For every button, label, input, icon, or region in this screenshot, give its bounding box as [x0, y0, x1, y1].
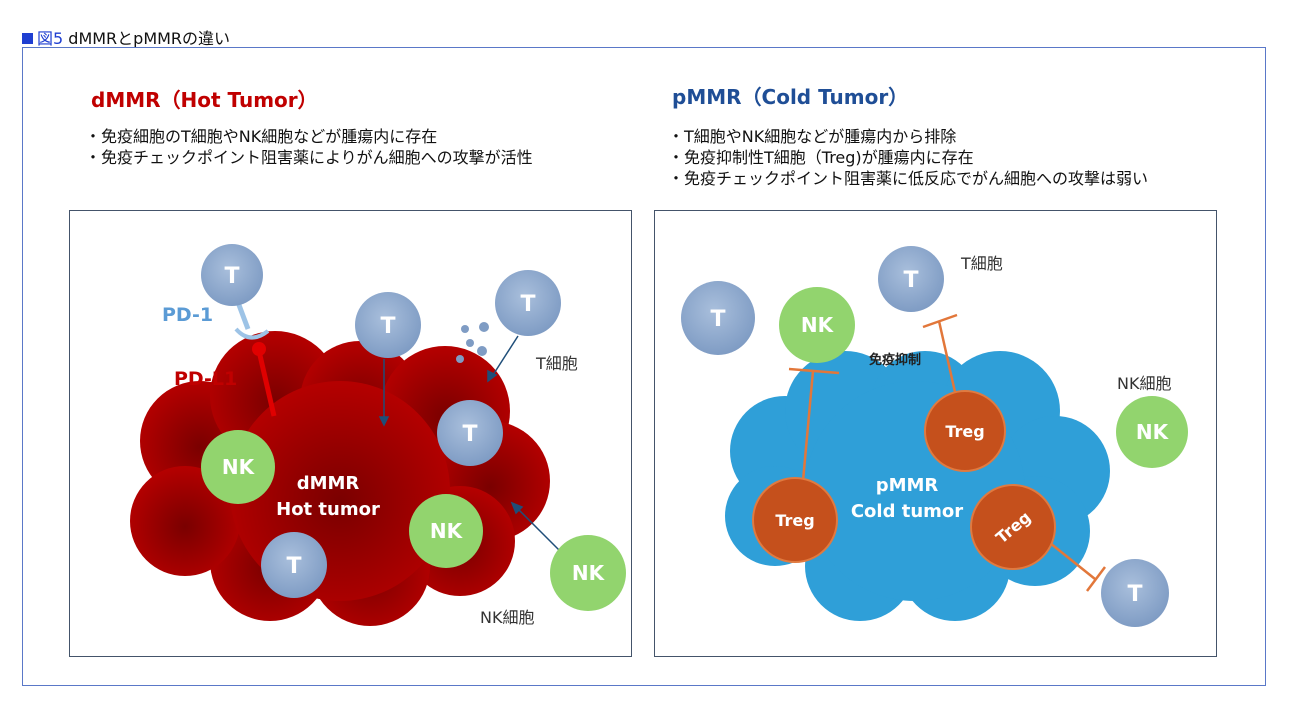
svg-text:T: T — [224, 264, 239, 289]
figure-frame — [22, 47, 1266, 686]
t-cell-label: T細胞 — [535, 354, 578, 373]
svg-text:T: T — [903, 268, 918, 293]
nk-cell-label: NK細胞 — [1117, 374, 1171, 393]
svg-text:T: T — [462, 422, 477, 447]
cold-heading: pMMR（Cold Tumor） — [672, 85, 909, 109]
nk-cell: NK — [779, 287, 855, 363]
cold-bullet: ・免疫チェックポイント阻害薬に低反応でがん細胞への攻撃は弱い — [668, 169, 1149, 188]
t-cell: T — [878, 246, 944, 312]
infiltration-arrows — [378, 335, 563, 554]
t-cell-label: T細胞 — [960, 254, 1003, 273]
svg-text:NK: NK — [430, 519, 464, 543]
nk-cell: NK — [409, 494, 483, 568]
t-cell: T — [1101, 559, 1169, 627]
cold-bullet: ・T細胞やNK細胞などが腫瘍内から排除 — [668, 127, 957, 146]
suppression-label: 免疫抑制 — [869, 352, 921, 368]
hot-bullet: ・免疫細胞のT細胞やNK細胞などが腫瘍内に存在 — [85, 127, 438, 146]
svg-text:NK: NK — [222, 455, 256, 479]
svg-text:NK: NK — [1136, 420, 1170, 444]
pd1-receptor — [234, 327, 270, 340]
hot-tumor-diagram: dMMR Hot tumor PD-1 PD-L1 T T T T T — [130, 244, 626, 627]
svg-text:T: T — [380, 314, 395, 339]
t-cell: T — [437, 400, 503, 466]
cold-tumor-panel: pMMR Cold tumor 免疫抑制 T T T NK — [654, 210, 1217, 657]
nk-cell: NK — [550, 535, 626, 611]
figure-number: 図5 — [37, 29, 64, 48]
hot-tumor-panel: dMMR Hot tumor PD-1 PD-L1 T T T T T — [69, 210, 632, 657]
pdl1-stem — [256, 350, 277, 417]
svg-text:T: T — [1127, 582, 1142, 607]
figure-title-text: dMMRとpMMRの違い — [68, 29, 231, 48]
square-bullet-icon — [22, 33, 33, 44]
svg-text:Treg: Treg — [775, 511, 814, 530]
nk-cell-label: NK細胞 — [480, 608, 534, 627]
svg-text:T: T — [710, 307, 725, 332]
svg-text:T: T — [286, 554, 301, 579]
svg-text:NK: NK — [801, 313, 835, 337]
svg-text:NK: NK — [572, 561, 606, 585]
treg-cell: Treg — [924, 390, 1006, 472]
cold-bullets: ・T細胞やNK細胞などが腫瘍内から排除 ・免疫抑制性T細胞（Treg)が腫瘍内に… — [668, 126, 1148, 189]
cold-tumor-label-1: pMMR — [876, 475, 939, 496]
nk-cell: NK — [201, 430, 275, 504]
t-cell: T — [681, 281, 755, 355]
treg-cell: Treg — [752, 477, 838, 563]
hot-heading: dMMR（Hot Tumor） — [91, 88, 318, 112]
svg-text:T: T — [520, 292, 535, 317]
nk-cell: NK — [1116, 396, 1188, 468]
pdl1-label: PD-L1 — [174, 368, 237, 390]
hot-bullets: ・免疫細胞のT細胞やNK細胞などが腫瘍内に存在 ・免疫チェックポイント阻害薬によ… — [85, 126, 533, 168]
cytokine-dots — [456, 322, 489, 363]
cold-tumor-label-2: Cold tumor — [851, 501, 963, 522]
pd1-label: PD-1 — [162, 304, 213, 326]
inhibition-lines — [788, 313, 1106, 592]
t-cell: T — [201, 244, 263, 306]
t-cell: T — [495, 270, 561, 336]
cold-tumor-diagram: pMMR Cold tumor 免疫抑制 T T T NK — [681, 246, 1188, 627]
hot-bullet: ・免疫チェックポイント阻害薬によりがん細胞への攻撃が活性 — [85, 148, 533, 167]
treg-cell: Treg — [970, 484, 1056, 570]
cold-bullet: ・免疫抑制性T細胞（Treg)が腫瘍内に存在 — [668, 148, 974, 167]
hot-tumor-label-1: dMMR — [297, 473, 360, 494]
svg-text:Treg: Treg — [945, 422, 984, 441]
hot-tumor-label-2: Hot tumor — [276, 499, 380, 520]
figure-title: 図5 dMMRとpMMRの違い — [22, 25, 230, 49]
t-cell: T — [261, 532, 327, 598]
t-cell: T — [355, 292, 421, 358]
pdl1-ligand — [252, 342, 266, 356]
